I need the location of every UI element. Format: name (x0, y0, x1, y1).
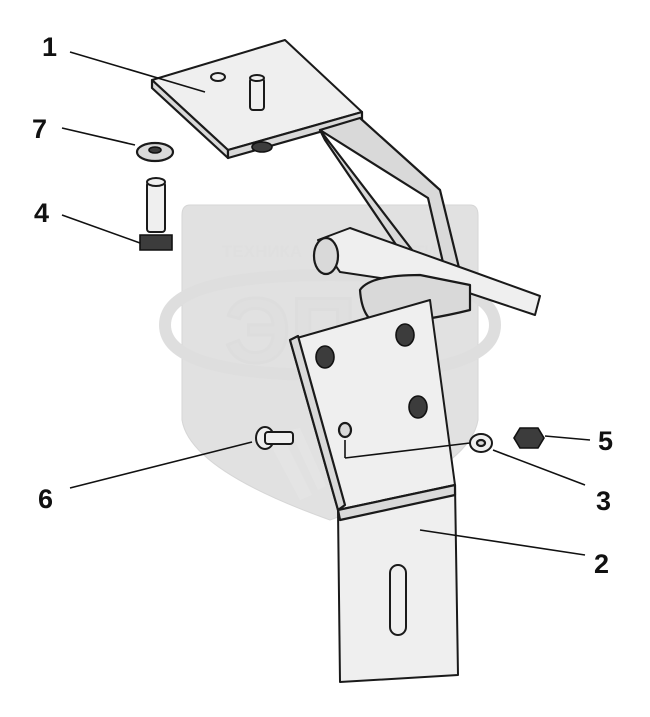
watermark-oval (158, 268, 502, 382)
leader-6 (69, 441, 253, 489)
pedal-plate (150, 39, 364, 160)
bracket (288, 299, 459, 683)
callout-7: 7 (32, 114, 47, 144)
callout-6: 6 (38, 484, 53, 514)
bolt-4 (139, 177, 173, 251)
leader-2 (419, 529, 586, 556)
nut-5 (513, 427, 545, 449)
washer-7 (135, 141, 175, 163)
leader-3b (344, 442, 471, 459)
callout-2: 2 (594, 549, 609, 579)
leader-7 (61, 127, 136, 146)
leader-5 (544, 435, 591, 441)
callout-1: 1 (42, 32, 57, 62)
leader-lines (61, 51, 591, 556)
callout-4: 4 (34, 198, 49, 228)
leader-4 (61, 214, 141, 244)
bolt-6 (255, 426, 294, 450)
watermark-line1-left: ТЕХНИКА (222, 242, 302, 261)
callout-3: 3 (596, 486, 611, 516)
leader-1 (69, 51, 206, 93)
callout-5: 5 (598, 426, 613, 456)
washer-3 (469, 433, 493, 453)
leader-3 (492, 449, 586, 486)
callouts: 1 7 4 6 5 3 2 (32, 32, 613, 579)
